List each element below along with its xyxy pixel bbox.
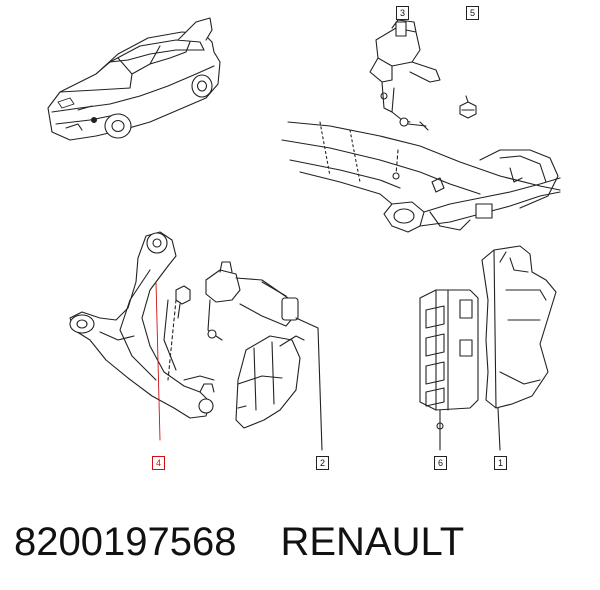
rear-axle-assembly xyxy=(281,121,561,233)
front-control-arm xyxy=(69,231,215,441)
bolt-small xyxy=(175,285,191,319)
height-sensor-3 xyxy=(369,19,441,131)
brand-name: RENAULT xyxy=(280,519,465,564)
bracket-1 xyxy=(481,245,557,451)
caption: 8200197568 RENAULT xyxy=(14,512,464,572)
part-number: 8200197568 xyxy=(14,519,237,564)
callout-1: 1 xyxy=(494,456,507,470)
parts-diagram xyxy=(47,17,561,451)
bracket xyxy=(235,335,305,429)
callout-4: 4 xyxy=(152,456,165,470)
car-illustration xyxy=(47,17,221,141)
callout-6: 6 xyxy=(434,456,447,470)
clip-5 xyxy=(459,95,477,119)
control-unit-6 xyxy=(419,289,479,451)
callout-3: 3 xyxy=(396,6,409,20)
callout-5: 5 xyxy=(466,6,479,20)
callout-2: 2 xyxy=(316,456,329,470)
height-sensor-2 xyxy=(205,261,323,451)
